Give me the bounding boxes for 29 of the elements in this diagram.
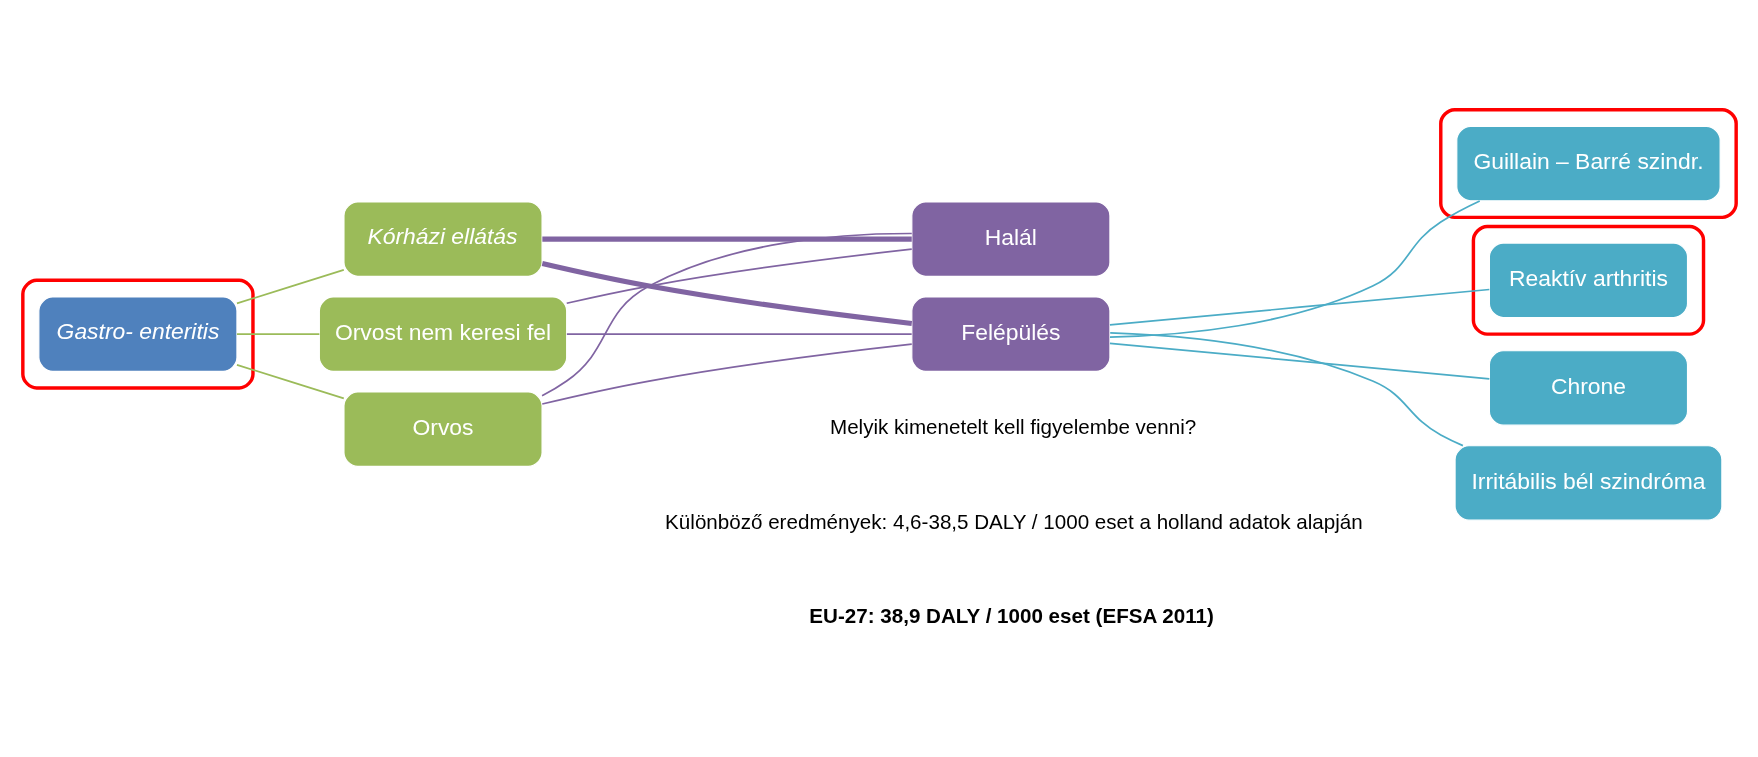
connector bbox=[540, 343, 913, 405]
connector bbox=[1108, 200, 1481, 338]
node-box: Chrone bbox=[1488, 350, 1688, 426]
connector bbox=[235, 333, 320, 335]
connector bbox=[565, 333, 913, 335]
connector bbox=[1108, 342, 1490, 380]
connector bbox=[540, 232, 913, 397]
label: EU-27: 38,9 DALY / 1000 eset (EFSA 2011) bbox=[808, 604, 1214, 628]
label: Melyik kimenetelt kell figyelembe venni? bbox=[829, 415, 1196, 439]
node-box: Halál bbox=[910, 201, 1110, 277]
connector bbox=[541, 236, 912, 242]
connector bbox=[541, 261, 912, 327]
node-box: Irritábilis bél szindróma bbox=[1454, 445, 1722, 521]
node-box: Reaktív arthritis bbox=[1488, 242, 1688, 319]
node-box: Guillain – Barré szindr. bbox=[1455, 125, 1721, 202]
connector bbox=[235, 269, 345, 305]
cluster bbox=[1438, 108, 1738, 220]
cluster bbox=[1471, 224, 1705, 336]
node-box: Felépülés bbox=[910, 296, 1110, 372]
node-box: Orvos bbox=[342, 391, 543, 467]
cluster bbox=[20, 278, 255, 390]
node-box: Orvost nem keresi fel bbox=[318, 296, 567, 372]
connector bbox=[1108, 288, 1490, 326]
node-box: Kórházi ellátás bbox=[342, 201, 543, 277]
node-box: Gastro- enteritis bbox=[37, 296, 237, 372]
label: Különböző eredmények: 4,6-38,5 DALY / 1000 eset a holland adatok alapján bbox=[664, 510, 1363, 534]
connector bbox=[235, 364, 345, 400]
connector bbox=[1108, 332, 1464, 447]
connector bbox=[565, 248, 913, 305]
